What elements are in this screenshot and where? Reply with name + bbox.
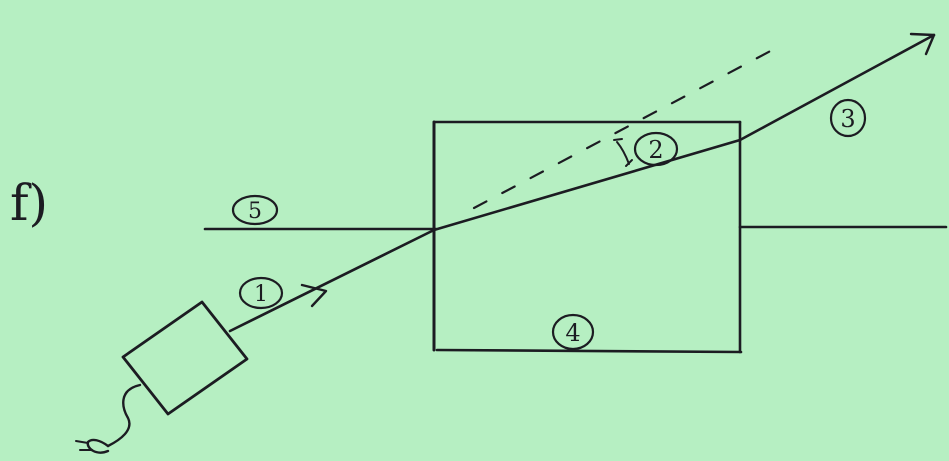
undeviated-path-dashed [472,45,780,210]
svg-text:3: 3 [840,105,855,133]
label-refracted-ray: 2 [633,131,679,167]
svg-text:4: 4 [565,319,580,347]
angle-tick-top [613,138,623,141]
block-bottom-edge [435,348,743,354]
light-source-box [121,300,249,416]
svg-text:1: 1 [254,282,268,307]
angle-arc [616,141,630,165]
label-block: 4 [551,313,595,351]
incident-arrow-icon [300,283,328,308]
emergent-ray [738,33,936,142]
label-incident-ray: 1 [238,276,284,310]
label-emergent-ray: 3 [829,98,867,138]
emergent-arrow-icon [909,32,936,56]
refracted-ray [432,138,742,232]
angle-tick-bottom [625,159,633,167]
part-label: f) [10,174,48,232]
svg-text:2: 2 [648,136,663,164]
incident-ray [228,228,436,333]
svg-text:5: 5 [248,199,262,224]
power-cord [106,383,142,448]
label-normal: 5 [231,194,279,226]
plug-prong-top [75,440,89,444]
